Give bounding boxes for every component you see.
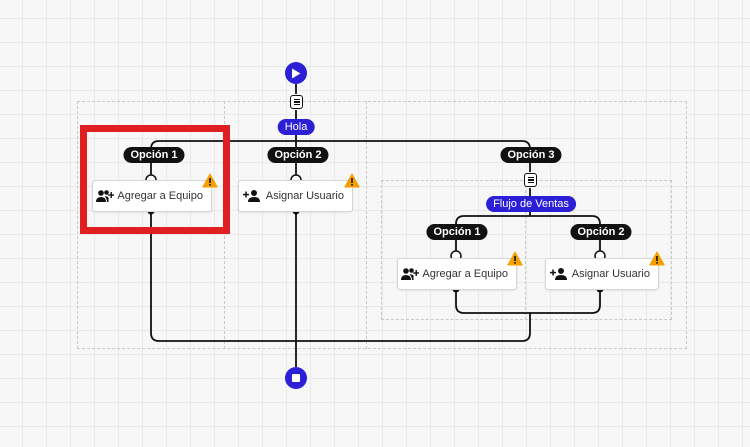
subflow-column-1: [381, 180, 526, 320]
stop-icon: [292, 374, 300, 382]
subflow-option-2-label[interactable]: Opción 2: [570, 224, 632, 240]
subflow-label[interactable]: Flujo de Ventas: [486, 196, 576, 212]
option-3-label[interactable]: Opción 3: [500, 147, 562, 163]
action-node-agregar-equipo[interactable]: Agregar a Equipo: [92, 180, 212, 212]
warning-icon[interactable]: [202, 173, 218, 188]
warning-icon[interactable]: [344, 173, 360, 188]
highlight-box: [80, 125, 230, 234]
action-label: Asignar Usuario: [571, 268, 650, 280]
warning-icon[interactable]: [507, 251, 523, 266]
branch-column-2: [225, 101, 367, 349]
add-user-icon: [239, 189, 266, 203]
branch-group-outer: [77, 101, 687, 349]
start-button[interactable]: [285, 62, 307, 84]
action-node-agregar-equipo-subflow[interactable]: Agregar a Equipo: [397, 258, 517, 290]
play-icon: [292, 68, 301, 78]
action-node-asignar-usuario[interactable]: Asignar Usuario: [238, 180, 353, 212]
action-label: Agregar a Equipo: [422, 268, 508, 280]
action-node-asignar-usuario-subflow[interactable]: Asignar Usuario: [545, 258, 659, 290]
subflow-option-1-label[interactable]: Opción 1: [426, 224, 488, 240]
action-label: Agregar a Equipo: [117, 190, 203, 202]
option-1-label[interactable]: Opción 1: [123, 147, 185, 163]
option-2-label[interactable]: Opción 2: [267, 147, 329, 163]
warning-icon[interactable]: [649, 251, 665, 266]
action-label: Asignar Usuario: [265, 190, 344, 202]
add-user-icon: [546, 267, 572, 281]
add-group-icon: [398, 267, 422, 281]
add-group-icon: [93, 189, 117, 203]
end-button[interactable]: [285, 367, 307, 389]
menu-node-icon[interactable]: [290, 95, 303, 109]
root-label[interactable]: Hola: [277, 119, 315, 135]
menu-node-icon[interactable]: [524, 173, 537, 187]
